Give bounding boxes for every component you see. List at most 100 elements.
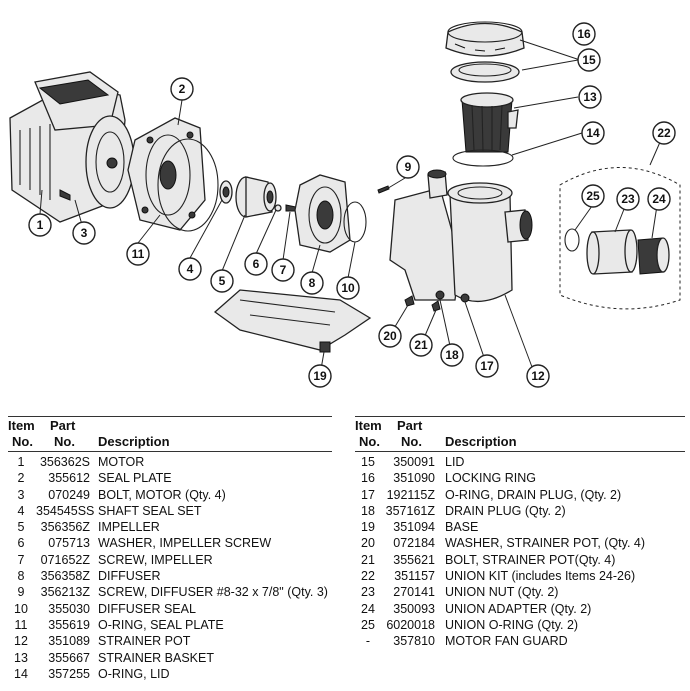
svg-text:10: 10 [341, 281, 355, 295]
part-description: SEAL PLATE [98, 471, 172, 486]
item-number: 21 [361, 552, 375, 567]
callout-25: 25 [581, 184, 605, 208]
header-description: Description [445, 434, 517, 449]
callout-17: 17 [475, 354, 499, 378]
part-number: 350091 [393, 455, 435, 469]
svg-text:11: 11 [132, 247, 145, 261]
callout-5: 5 [210, 269, 234, 293]
item-number: 19 [361, 520, 375, 535]
svg-text:2: 2 [179, 82, 186, 96]
svg-text:7: 7 [280, 263, 287, 277]
callout-18: 18 [440, 343, 464, 367]
part-description: DRAIN PLUG (Qty. 2) [445, 503, 566, 518]
callout-8: 8 [300, 271, 324, 295]
header-item-no: No. [12, 434, 33, 449]
callout-9: 9 [396, 155, 420, 179]
part-description: LID [445, 455, 465, 469]
item-number: 17 [361, 487, 375, 502]
part-number: 072184 [393, 536, 435, 551]
strainer-basket-drawing [460, 92, 519, 153]
header-part: Part [397, 418, 423, 433]
callout-10: 10 [336, 276, 360, 300]
header-part-no: No. [401, 434, 422, 449]
union-kit-outline [559, 167, 681, 310]
part-number: 192115Z [386, 487, 435, 502]
item-number: 8 [17, 569, 25, 584]
item-number: 22 [361, 569, 375, 584]
part-number: 356356Z [40, 520, 90, 535]
callout-15: 15 [577, 48, 601, 72]
callout-1: 1 [28, 213, 52, 237]
part-number: 270141 [393, 585, 435, 600]
callout-2: 2 [170, 77, 194, 101]
part-number: 356358Z [40, 569, 90, 584]
callout-11: 11 [126, 242, 150, 266]
seal-plate-oring-drawing [157, 138, 219, 232]
callout-16: 16 [572, 22, 596, 46]
locking-ring-drawing [445, 21, 525, 57]
callout-24: 24 [647, 187, 671, 211]
svg-text:4: 4 [187, 262, 194, 276]
part-number: 357255 [48, 666, 90, 681]
part-description: STRAINER POT [98, 634, 191, 649]
part-description: BOLT, STRAINER POT(Qty. 4) [445, 552, 616, 567]
header-description: Description [98, 434, 170, 449]
callout-3: 3 [72, 221, 96, 245]
callout-13: 13 [578, 85, 602, 109]
header-item: Item [8, 418, 35, 433]
svg-text:16: 16 [577, 27, 591, 41]
lid-drawing [450, 61, 520, 83]
part-number: 355030 [48, 601, 90, 616]
part-description: BOLT, MOTOR (Qty. 4) [98, 487, 226, 502]
item-number: 14 [14, 666, 28, 681]
union-oring-drawing [564, 228, 580, 252]
header-item: Item [355, 418, 382, 433]
part-number: 351094 [393, 520, 435, 535]
callout-12: 12 [526, 364, 550, 388]
part-description: O-RING, SEAL PLATE [98, 617, 224, 632]
base-drawing [213, 289, 372, 353]
callout-14: 14 [581, 121, 605, 145]
strainer-pot-drawing [389, 169, 533, 302]
part-description: UNION NUT (Qty. 2) [445, 585, 559, 600]
part-number: 075713 [48, 536, 90, 551]
part-description: LOCKING RING [445, 471, 536, 486]
header-part-no: No. [54, 434, 75, 449]
part-description: SCREW, IMPELLER [98, 552, 213, 567]
parts-table-header: Item No. Part No. Description [355, 416, 685, 452]
part-description: UNION ADAPTER (Qty. 2) [445, 601, 592, 616]
part-number: 351157 [394, 569, 435, 584]
union-adapter-drawing [637, 237, 670, 275]
svg-text:24: 24 [652, 192, 666, 206]
shaft-seal-drawing [219, 180, 233, 204]
lid-oring-drawing [452, 149, 514, 167]
part-number: 357161Z [385, 503, 435, 518]
part-number: 6020018 [386, 617, 435, 632]
header-part: Part [50, 418, 76, 433]
item-number: 5 [17, 520, 25, 535]
svg-text:18: 18 [445, 348, 459, 362]
svg-text:12: 12 [531, 369, 545, 383]
callout-19: 19 [308, 364, 332, 388]
item-number: 1 [17, 455, 25, 469]
svg-text:21: 21 [414, 338, 428, 352]
